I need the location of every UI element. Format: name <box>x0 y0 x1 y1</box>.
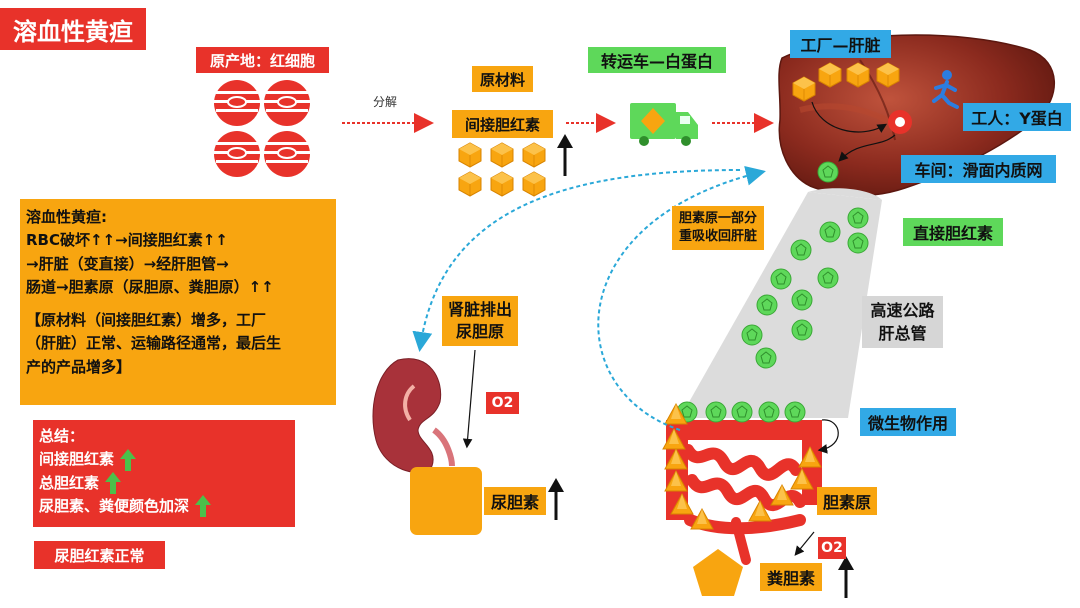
urobilin-label: 尿胆素 <box>484 487 546 515</box>
factory-label: 工厂—肝脏 <box>790 30 891 58</box>
highway-label-line1: 高速公路 <box>870 300 935 320</box>
urobilin-up-arrow-icon <box>548 478 564 520</box>
conclusion-item-label: 尿胆素、粪便颜色加深 <box>39 496 190 515</box>
enterohepatic-arrow <box>597 165 766 431</box>
urobilin-block-icon <box>410 467 482 535</box>
indirect-bilirubin-gems-icon <box>458 142 546 197</box>
stercobilin-pentagon-icon <box>693 549 743 596</box>
conclusion-item-label: 间接胆红素 <box>39 450 115 469</box>
summary-line: 肠道→胆素原（尿胆原、粪胆原）↑↑ <box>26 277 274 296</box>
stercobilin-label: 粪胆素 <box>760 563 822 591</box>
conjugation-arrow <box>811 101 888 133</box>
albumin-truck-icon <box>630 103 698 146</box>
indirect-bilirubin-label: 间接胆红素 <box>452 110 553 138</box>
workshop-label: 车间：滑面内质网 <box>901 155 1056 183</box>
conclusion-item: 总胆红素 <box>39 472 122 495</box>
stercobilin-up-arrow-icon <box>838 556 854 598</box>
green-up-arrow-icon <box>120 448 137 471</box>
kidney-label-line2: 尿胆原 <box>455 322 504 341</box>
raw-material-label: 原材料 <box>472 66 533 92</box>
kidney-label: 肾脏排出 尿胆原 <box>442 296 518 346</box>
oxidation-label-gut: O2 <box>818 537 846 559</box>
split-label: 分解 <box>373 95 398 109</box>
summary-line: （肝脏）正常、运输路径通常，最后生 <box>26 334 282 353</box>
summary-line: 【原材料（间接胆红素）增多，工厂 <box>26 311 267 329</box>
page-title: 溶血性黄疸 <box>0 8 146 50</box>
intestine-icon <box>666 420 822 565</box>
hepatic-duct-highway <box>680 192 882 418</box>
worker-label: 工人：Y蛋白 <box>963 103 1071 131</box>
reabsorb-label-line2: 重吸收回肝脏 <box>678 229 757 244</box>
conclusion-item: 间接胆红素 <box>39 448 137 471</box>
worker-running-icon <box>932 70 959 109</box>
direct-bilirubin-ball-icon <box>817 161 839 183</box>
microbe-arrow <box>817 419 839 454</box>
conjugation-out-arrow <box>838 134 896 162</box>
summary-line: →肝脏（变直接）→经肝胆管→ <box>26 254 229 273</box>
normal-urine-bilirubin-label: 尿胆红素正常 <box>34 541 165 569</box>
conclusion-heading: 总结： <box>39 427 85 445</box>
oxidation-label: O2 <box>486 392 519 414</box>
er-gear-icon <box>888 110 912 134</box>
green-up-arrow-icon <box>105 472 122 495</box>
to-kidney-arrow <box>412 169 741 352</box>
conclusion-box: 总结： 间接胆红素 总胆红素 尿胆素、粪便颜色加深 <box>33 420 295 527</box>
summary-line: 溶血性黄疸: <box>26 208 107 226</box>
microbe-label: 微生物作用 <box>860 408 956 436</box>
increase-arrow-icon <box>557 134 573 176</box>
direct-bilirubin-label: 直接胆红素 <box>903 218 1003 246</box>
kidney-label-line1: 肾脏排出 <box>447 299 512 319</box>
highway-label-line2: 肝总管 <box>878 324 927 343</box>
bilinogen-label: 胆素原 <box>817 487 877 515</box>
green-up-arrow-icon <box>195 495 212 518</box>
kidney-down-arrow <box>462 349 476 449</box>
summary-box: 溶血性黄疸: RBC破坏↑↑→间接胆红素↑↑ →肝脏（变直接）→经肝胆管→ 肠道… <box>20 199 336 405</box>
summary-line: 产的产品增多】 <box>26 357 132 376</box>
transport-label: 转运车—白蛋白 <box>588 47 726 73</box>
conclusion-item: 尿胆素、粪便颜色加深 <box>39 495 212 518</box>
summary-line: RBC破坏↑↑→间接胆红素↑↑ <box>26 231 228 250</box>
kidney-icon <box>372 358 455 473</box>
conclusion-item-label: 总胆红素 <box>39 473 100 492</box>
stercobilin-arrow <box>794 531 815 556</box>
reabsorb-label: 胆素原一部分 重吸收回肝脏 <box>672 206 764 250</box>
origin-label: 原产地：红细胞 <box>196 47 329 73</box>
red-blood-cells-icon <box>213 79 311 178</box>
highway-label: 高速公路 肝总管 <box>862 296 943 348</box>
reabsorb-label-line1: 胆素原一部分 <box>678 211 757 227</box>
